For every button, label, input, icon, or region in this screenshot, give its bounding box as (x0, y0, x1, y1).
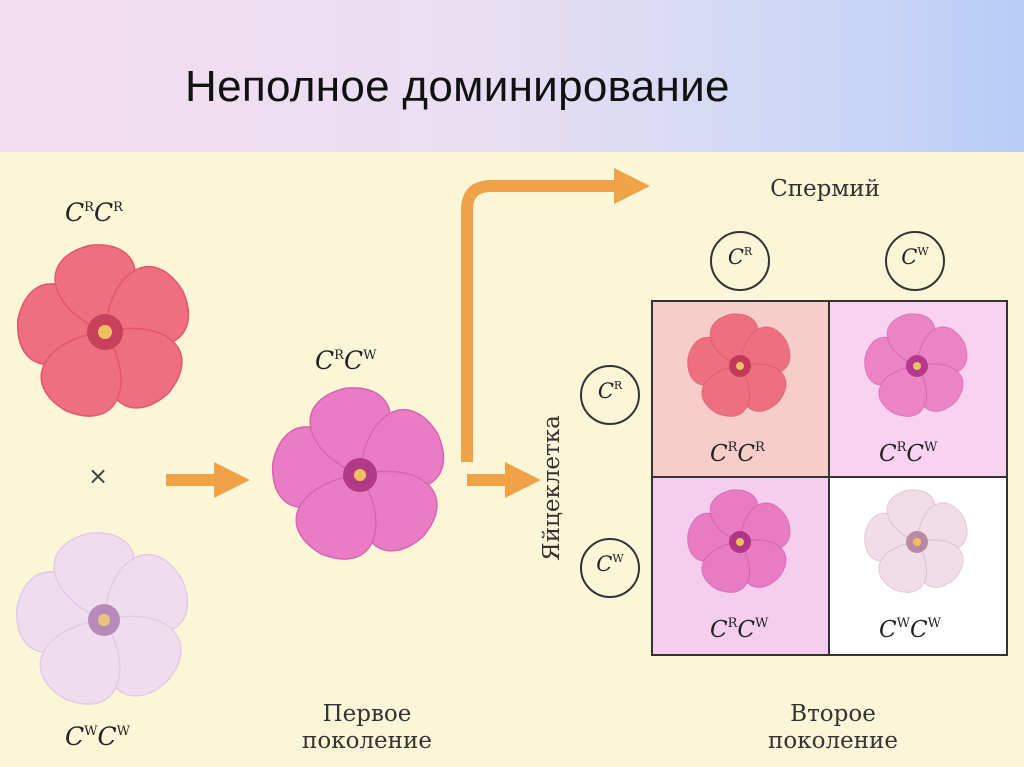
egg-label: Яйцеклетка (539, 415, 565, 561)
grid-line-right (1006, 300, 1008, 656)
parent-to-f1-arrow (166, 462, 250, 498)
f1-label-line2: поколение (282, 728, 452, 755)
grid-line-center (828, 300, 830, 656)
f2-label: Второе поколение (748, 701, 918, 755)
punnett-cell-rr: CRCR (652, 301, 829, 477)
egg-allele-r-circle: CR (580, 365, 640, 425)
cell-genotype: CRCR (710, 441, 765, 467)
punnett-cell-rw-top: CRCW (829, 301, 1006, 477)
grid-line-left (651, 300, 653, 656)
f1-genotype: CRCW (315, 346, 376, 375)
sperm-allele-w-circle: CW (885, 231, 945, 291)
punnett-cell-ww: CWCW (829, 477, 1006, 655)
egg-allele-w-circle: CW (580, 538, 640, 598)
f1-label: Первое поколение (282, 701, 452, 755)
cell-flower-image (680, 483, 800, 601)
sperm-label: Спермий (740, 176, 910, 203)
cell-genotype: CRCW (879, 441, 937, 467)
cross-symbol: × (88, 462, 108, 490)
f2-label-line2: поколение (748, 728, 918, 755)
f1-label-line1: Первое (282, 701, 452, 728)
cell-flower-image (857, 483, 977, 601)
cell-genotype: CWCW (879, 617, 941, 643)
punnett-cell-rw-bottom: CRCW (652, 477, 829, 655)
cell-flower-image (857, 307, 977, 425)
parent-white-genotype: CWCW (65, 722, 130, 751)
f2-label-line1: Второе (748, 701, 918, 728)
f1-to-egg-arrow (467, 462, 541, 498)
cell-flower-image (680, 307, 800, 425)
sperm-allele-r-circle: CR (710, 231, 770, 291)
red-flower-image (10, 240, 200, 425)
white-flower-image (12, 530, 197, 710)
parent-red-genotype: CRCR (65, 198, 123, 227)
cell-genotype: CRCW (710, 617, 768, 643)
f1-pink-flower-image (268, 385, 453, 565)
